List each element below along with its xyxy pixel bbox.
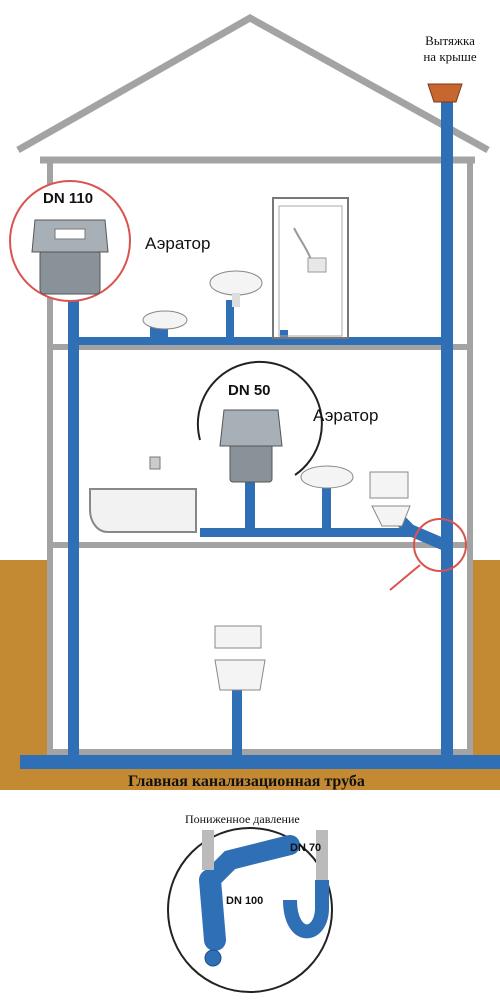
- aerator-label-floor-2: Аэратор: [145, 234, 211, 253]
- branch-floor-1: [200, 528, 418, 537]
- highlight-pointer: [389, 564, 421, 591]
- roof-vent-label: Вытяжка на крыше: [423, 33, 477, 64]
- aerator-dn110-vents: [54, 228, 86, 240]
- washbasin-floor-2: [209, 270, 263, 296]
- roof-vent-cap: [427, 83, 463, 103]
- dn50-label: DN 50: [228, 382, 271, 399]
- low-pressure-label: Пониженное давление: [185, 812, 300, 826]
- main-pipe-label: Главная канализационная труба: [128, 773, 365, 790]
- washbasin-leg: [232, 293, 240, 307]
- highlight-circle-junction: [413, 518, 467, 572]
- branch-floor-2: [74, 337, 446, 345]
- dn70-label: DN 70: [290, 842, 322, 854]
- main-sewer-pipe: [20, 755, 500, 769]
- bathtub: [89, 488, 197, 533]
- washbasin-floor-1: [300, 465, 354, 489]
- shower-cabin: [272, 197, 349, 339]
- detail-pipe-end: [204, 949, 222, 967]
- basement-tank: [214, 625, 262, 649]
- floors: [50, 344, 470, 755]
- detail-trap: [283, 880, 329, 939]
- main-sewer-pipe-band: [0, 770, 500, 790]
- sink-drain-floor-1: [322, 488, 331, 533]
- toilet-bowl: [371, 505, 411, 527]
- shower-hose: [293, 227, 313, 263]
- detail-pipe-main: [199, 869, 226, 951]
- aerator-dn50-cap: [219, 409, 283, 447]
- basement-interior: [50, 560, 470, 750]
- basement-toilet: [214, 659, 266, 691]
- toilet-tank: [369, 471, 409, 499]
- riser-left: [68, 290, 79, 760]
- sink-drain-floor-2: [226, 300, 234, 342]
- bidet: [142, 310, 188, 330]
- shower-door: [278, 205, 343, 337]
- aerator-dn110-body: [39, 249, 101, 295]
- aerator-dn50-pipe: [245, 478, 255, 533]
- basement-drain: [232, 690, 242, 760]
- highlight-arc-dn50: [196, 360, 323, 476]
- riser-right: [441, 100, 453, 760]
- roof: [16, 13, 490, 154]
- house-outline: [16, 13, 490, 164]
- aerator-label-floor-1: Аэратор: [313, 406, 379, 425]
- dn100-label: DN 100: [226, 895, 264, 907]
- shower-mixer: [307, 257, 327, 273]
- bidet-drain: [150, 326, 168, 340]
- bath-tap: [149, 456, 161, 470]
- dn110-label: DN 110: [43, 190, 94, 207]
